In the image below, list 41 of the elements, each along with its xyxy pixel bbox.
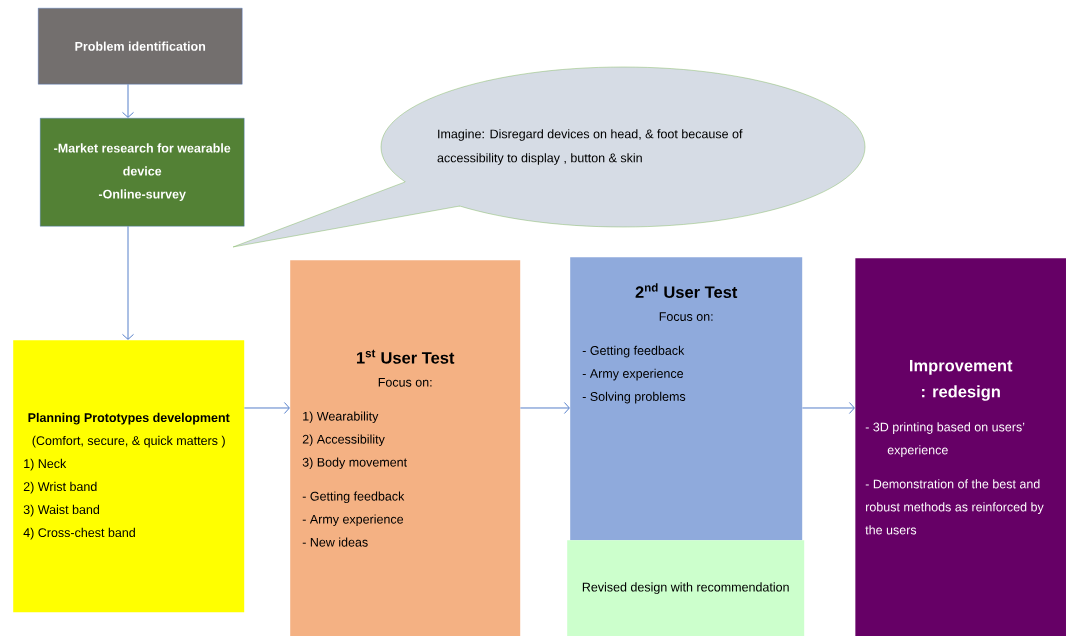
box-title: Problem identification xyxy=(75,41,206,51)
list-item: 4) Cross-chest band xyxy=(23,527,135,540)
list-item: - Getting feedback xyxy=(302,491,405,504)
list-item: 1) Wearability xyxy=(303,411,379,424)
list-item: 2) Accessibility xyxy=(302,434,385,447)
list-item: - Solving problems xyxy=(582,391,686,404)
list-item: 3) Body movement xyxy=(302,457,407,470)
process-box xyxy=(13,340,245,613)
list-item: - 3D printing based on users’ experience xyxy=(865,422,1025,457)
box-title: -Market research for wearable device xyxy=(54,143,231,176)
process-box xyxy=(290,260,521,636)
list-item: 2) Wrist band xyxy=(23,481,97,494)
arrow xyxy=(243,402,290,414)
list-item: - Getting feedback xyxy=(582,345,685,358)
list-item: 1) Neck xyxy=(24,458,67,471)
box-title: -Online-survey xyxy=(98,189,186,201)
arrow xyxy=(122,225,134,340)
arrow xyxy=(801,402,855,414)
box-text: Focus on: xyxy=(659,312,713,321)
list-item: - Army experience xyxy=(302,514,404,527)
process-box xyxy=(567,540,805,636)
box-text: (Comfort, secure, & quick matters ) xyxy=(32,435,225,448)
arrow xyxy=(122,83,134,118)
list-item: 3) Waist band xyxy=(23,504,100,517)
box-title: 1$^{st}$ User Test xyxy=(357,349,455,364)
list-item: - Army experience xyxy=(582,368,684,381)
list-item: - Demonstration of the best and robust methods as reinforced by the users xyxy=(865,479,1044,535)
box-text: Focus on: xyxy=(378,377,432,387)
speech-bubble xyxy=(232,66,866,248)
box-title: 2$^{nd}$ User Test xyxy=(635,283,738,298)
box-title: Improvement xyxy=(910,359,1013,375)
callout-text: Imagine: Disregard devices on head, & foot because of accessibility to display , button & skin xyxy=(437,129,743,165)
list-item: - New ideas xyxy=(302,537,368,547)
box-title: Planning Prototypes development xyxy=(28,412,230,425)
box-title: : redesign xyxy=(922,385,1000,401)
process-box xyxy=(855,258,1066,636)
process-box xyxy=(40,118,245,227)
arrow xyxy=(519,402,570,414)
box-text: Revised design with recommendation xyxy=(582,582,789,594)
process-box xyxy=(38,8,243,85)
process-box xyxy=(570,257,803,541)
